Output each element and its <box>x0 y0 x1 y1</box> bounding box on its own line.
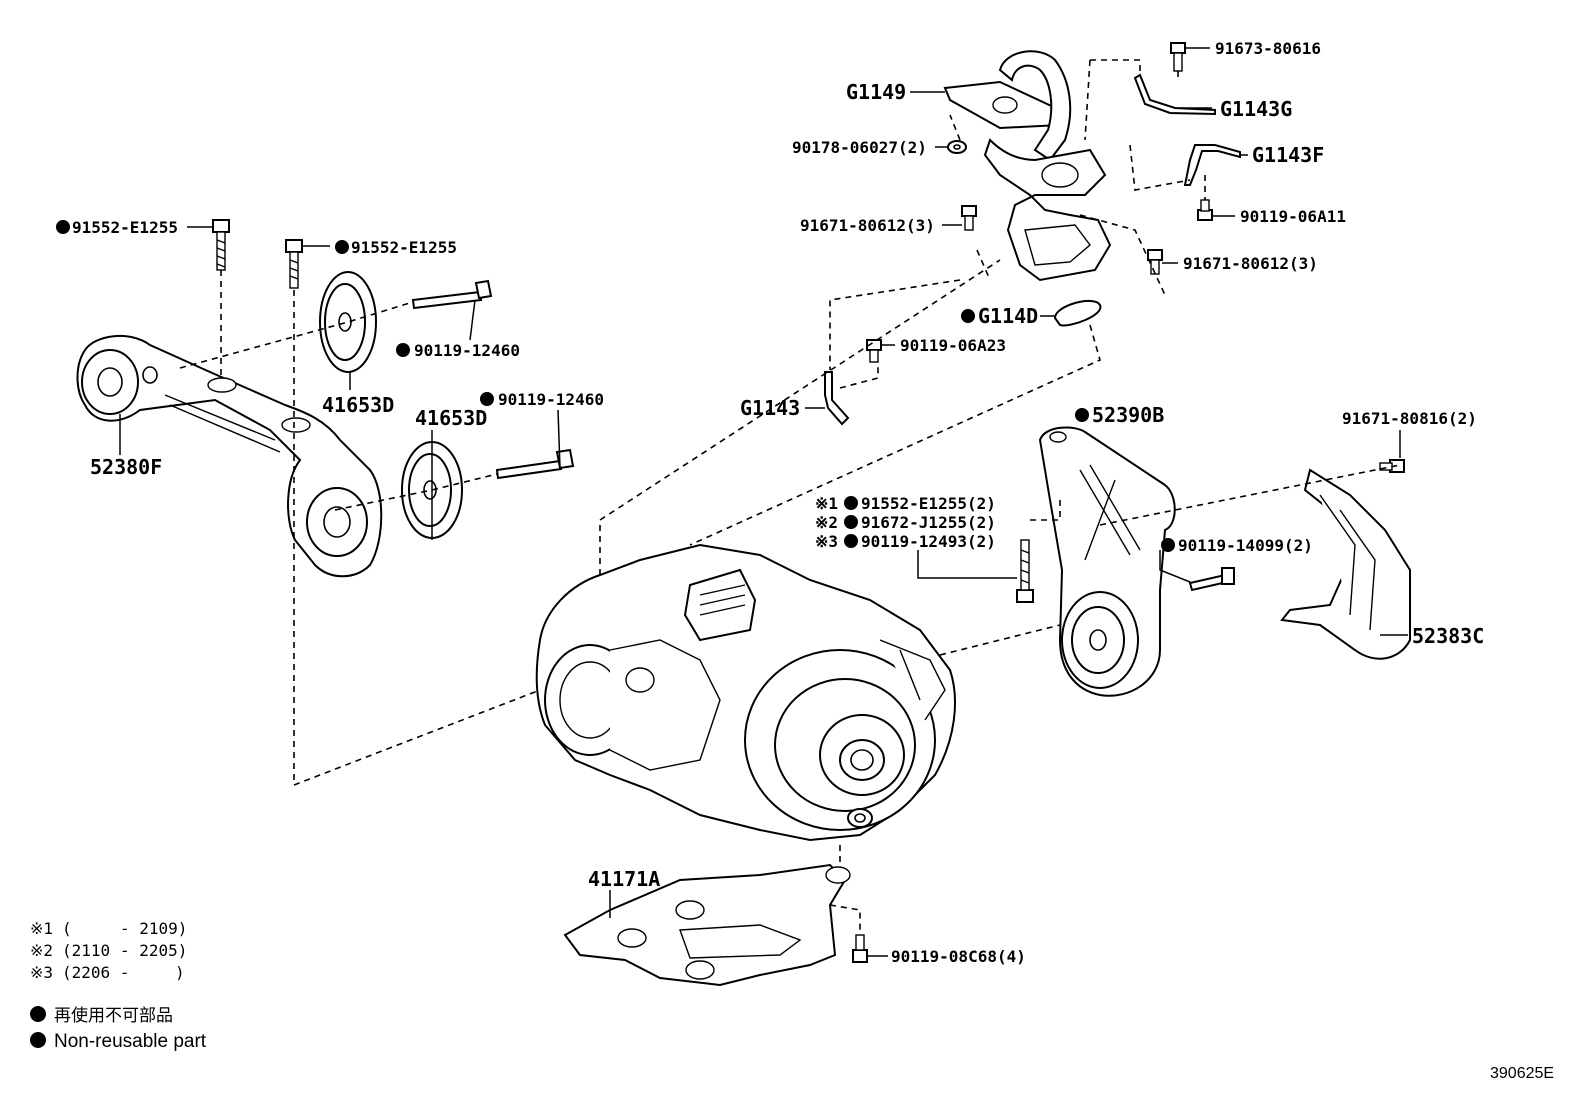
label-90119-14099[interactable]: 90119-14099(2) <box>1178 536 1313 555</box>
label-g1143f[interactable]: G1143F <box>1252 143 1324 167</box>
leader-lines <box>119 47 1408 957</box>
label-91671-80816[interactable]: 91671-80816(2) <box>1342 409 1477 428</box>
note-mark-2: ※2 <box>815 513 838 532</box>
legend-text-en: Non-reusable part <box>54 1031 207 1052</box>
bolt-90119-12460-lower[interactable] <box>495 448 575 480</box>
transaxle-assembly[interactable] <box>535 543 956 842</box>
legend-dot-en <box>30 1032 46 1048</box>
label-41653d-b[interactable]: 41653D <box>415 406 487 430</box>
bolt-91671-80612-b[interactable] <box>1147 249 1163 275</box>
bolt-90119-12460-upper[interactable] <box>411 279 493 310</box>
note-1-mark: ※1 <box>30 919 53 938</box>
label-91671-80612-b[interactable]: 91671-80612(3) <box>1183 254 1318 273</box>
wire-harness-g1149[interactable] <box>943 50 1112 282</box>
label-52383c[interactable]: 52383C <box>1412 624 1484 648</box>
bolt-90119-06a11[interactable] <box>1197 199 1213 221</box>
non-reusable-dot <box>1161 538 1175 552</box>
bolt-91552-e1255-a[interactable] <box>212 219 230 271</box>
label-41171a[interactable]: 41171A <box>588 867 660 891</box>
note-1-to: - 2109) <box>120 919 187 938</box>
note-2-to: - 2205) <box>120 941 187 960</box>
note-3-to: ) <box>175 963 185 982</box>
label-90119-06a23[interactable]: 90119-06A23 <box>900 336 1006 355</box>
legend-text-jp: 再使用不可部品 <box>54 1005 173 1025</box>
label-41653d-a[interactable]: 41653D <box>322 393 394 417</box>
bolt-91552-e1255-group[interactable] <box>1016 539 1034 603</box>
legend: 再使用不可部品 Non-reusable part <box>30 1005 207 1052</box>
clamp-g114d[interactable] <box>1053 300 1102 327</box>
label-90119-08c68[interactable]: 90119-08C68(4) <box>891 947 1026 966</box>
bracket-g1143g[interactable] <box>1133 73 1216 116</box>
note-3-from: (2206 - <box>62 963 129 982</box>
figure-id: 390625E <box>1490 1065 1554 1082</box>
label-91552-e1255-b[interactable]: 91552-E1255 <box>351 238 457 257</box>
nut-90178-06027[interactable] <box>947 140 967 154</box>
label-g1149[interactable]: G1149 <box>846 80 906 104</box>
label-90178-06027[interactable]: 90178-06027(2) <box>792 138 927 157</box>
non-reusable-dot <box>1075 408 1089 422</box>
bolt-91671-80612-a[interactable] <box>961 205 977 231</box>
bracket-g1143[interactable] <box>824 371 850 426</box>
bolt-90119-14099[interactable] <box>1188 567 1235 592</box>
bolt-90119-06a23[interactable] <box>866 339 882 363</box>
label-90119-12493-n3[interactable]: 90119-12493(2) <box>861 532 996 551</box>
label-g1143g[interactable]: G1143G <box>1220 97 1292 121</box>
bracket-g1143f[interactable] <box>1183 144 1241 186</box>
note-3-mark: ※3 <box>30 963 53 982</box>
non-reusable-dot <box>844 496 858 510</box>
note-1-from: ( <box>62 919 72 938</box>
date-notes: ※1 ( - 2109) ※2 (2110 - 2205) ※3 (2206 -… <box>30 919 187 982</box>
label-90119-06a11[interactable]: 90119-06A11 <box>1240 207 1346 226</box>
non-reusable-dot <box>56 220 70 234</box>
non-reusable-dot <box>396 343 410 357</box>
label-91672-j1255-n2[interactable]: 91672-J1255(2) <box>861 513 996 532</box>
non-reusable-dot <box>335 240 349 254</box>
damper-41653d-upper[interactable] <box>319 271 377 373</box>
label-90119-12460-a[interactable]: 90119-12460 <box>414 341 520 360</box>
non-reusable-dot <box>844 534 858 548</box>
mount-bracket-52380f[interactable] <box>76 334 383 578</box>
label-g114d[interactable]: G114D <box>978 304 1038 328</box>
label-91671-80612-a[interactable]: 91671-80612(3) <box>800 216 935 235</box>
non-reusable-dot <box>844 515 858 529</box>
label-91552-e1255-a[interactable]: 91552-E1255 <box>72 218 178 237</box>
label-91673-80616[interactable]: 91673-80616 <box>1215 39 1321 58</box>
note-2-from: (2110 <box>62 941 110 960</box>
note-mark-3: ※3 <box>815 532 838 551</box>
part-labels: 91552-E1255 91552-E1255 90119-12460 9011… <box>56 39 1484 966</box>
label-52380f[interactable]: 52380F <box>90 455 162 479</box>
assembly-lines <box>179 59 1401 935</box>
damper-41653d-lower[interactable] <box>401 441 463 539</box>
mount-bracket-52390b[interactable] <box>1038 426 1176 697</box>
non-reusable-dot <box>480 392 494 406</box>
bolt-91673-80616[interactable] <box>1170 42 1186 72</box>
bolt-90119-08c68[interactable] <box>852 934 868 963</box>
heat-shield-52383c[interactable] <box>1280 468 1411 660</box>
note-mark-1: ※1 <box>815 494 838 513</box>
label-91552-e1255-n1[interactable]: 91552-E1255(2) <box>861 494 996 513</box>
non-reusable-dot <box>961 309 975 323</box>
label-g1143[interactable]: G1143 <box>740 396 800 420</box>
bolt-91552-e1255-b[interactable] <box>285 239 303 289</box>
label-52390b[interactable]: 52390B <box>1092 403 1164 427</box>
note-2-mark: ※2 <box>30 941 53 960</box>
legend-dot-jp <box>30 1006 46 1022</box>
under-cover-41171a[interactable] <box>563 863 851 987</box>
label-90119-12460-b[interactable]: 90119-12460 <box>498 390 604 409</box>
